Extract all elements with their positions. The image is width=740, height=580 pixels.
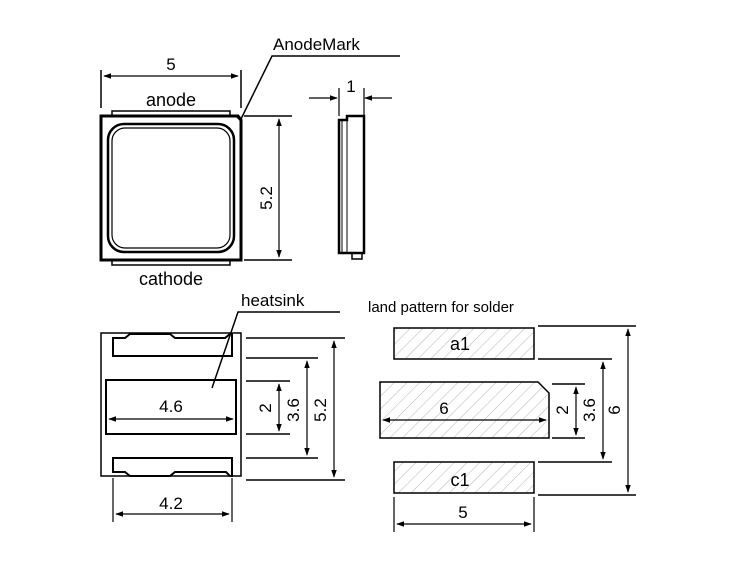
anode-mark-leader xyxy=(239,55,400,122)
top-lens-inner xyxy=(111,127,231,249)
bottom-heatsink-pad xyxy=(105,379,237,435)
land-pad-width-label: 5 xyxy=(458,503,467,522)
top-view: 5 anode cathode 5.2 AnodeMark xyxy=(99,35,400,289)
bottom-total-height-label: 5.2 xyxy=(311,398,330,422)
heatsink-label: heatsink xyxy=(241,291,305,310)
top-lens-outer xyxy=(106,122,236,254)
bottom-hs-height-label: 2 xyxy=(256,403,275,412)
land-pattern-title: land pattern for solder xyxy=(368,299,514,316)
land-center-pad xyxy=(379,381,550,439)
top-cathode-tab xyxy=(111,259,231,266)
heatsink-leader xyxy=(211,311,340,389)
top-anode-tab xyxy=(111,110,231,117)
land-pad-c1 xyxy=(393,461,535,494)
land-center-height-label: 2 xyxy=(553,405,572,414)
side-view: 1 xyxy=(309,77,392,260)
land-total-height-label: 6 xyxy=(605,405,624,414)
side-thickness-label: 1 xyxy=(346,77,355,96)
land-pad-a1-label: a1 xyxy=(450,334,470,354)
bottom-pad-width-label: 4.2 xyxy=(159,494,183,513)
bottom-inner-height-label: 3.6 xyxy=(284,398,303,422)
land-inner-height-label: 3.6 xyxy=(580,398,599,422)
anode-mark-label: AnodeMark xyxy=(273,35,360,54)
side-body-outline xyxy=(337,114,366,255)
land-center-width-label: 6 xyxy=(439,399,448,418)
top-package-outline xyxy=(99,114,243,262)
side-terminal-foot xyxy=(351,252,363,260)
bottom-anode-pad xyxy=(112,333,233,357)
land-pad-c1-label: c1 xyxy=(450,470,469,490)
bottom-view: heatsink 4.6 4.2 2 3.6 5.2 xyxy=(100,291,345,522)
bottom-heatsink-width-label: 4.6 xyxy=(159,397,183,416)
top-height-dim-label: 5.2 xyxy=(257,186,276,210)
cathode-label: cathode xyxy=(139,269,203,289)
anode-label: anode xyxy=(146,90,196,110)
bottom-cathode-pad xyxy=(112,457,233,477)
land-pattern: land pattern for solder a1 6 c1 5 2 3.6 … xyxy=(368,299,636,532)
top-width-dim-label: 5 xyxy=(166,55,175,74)
land-pad-a1 xyxy=(393,327,535,360)
